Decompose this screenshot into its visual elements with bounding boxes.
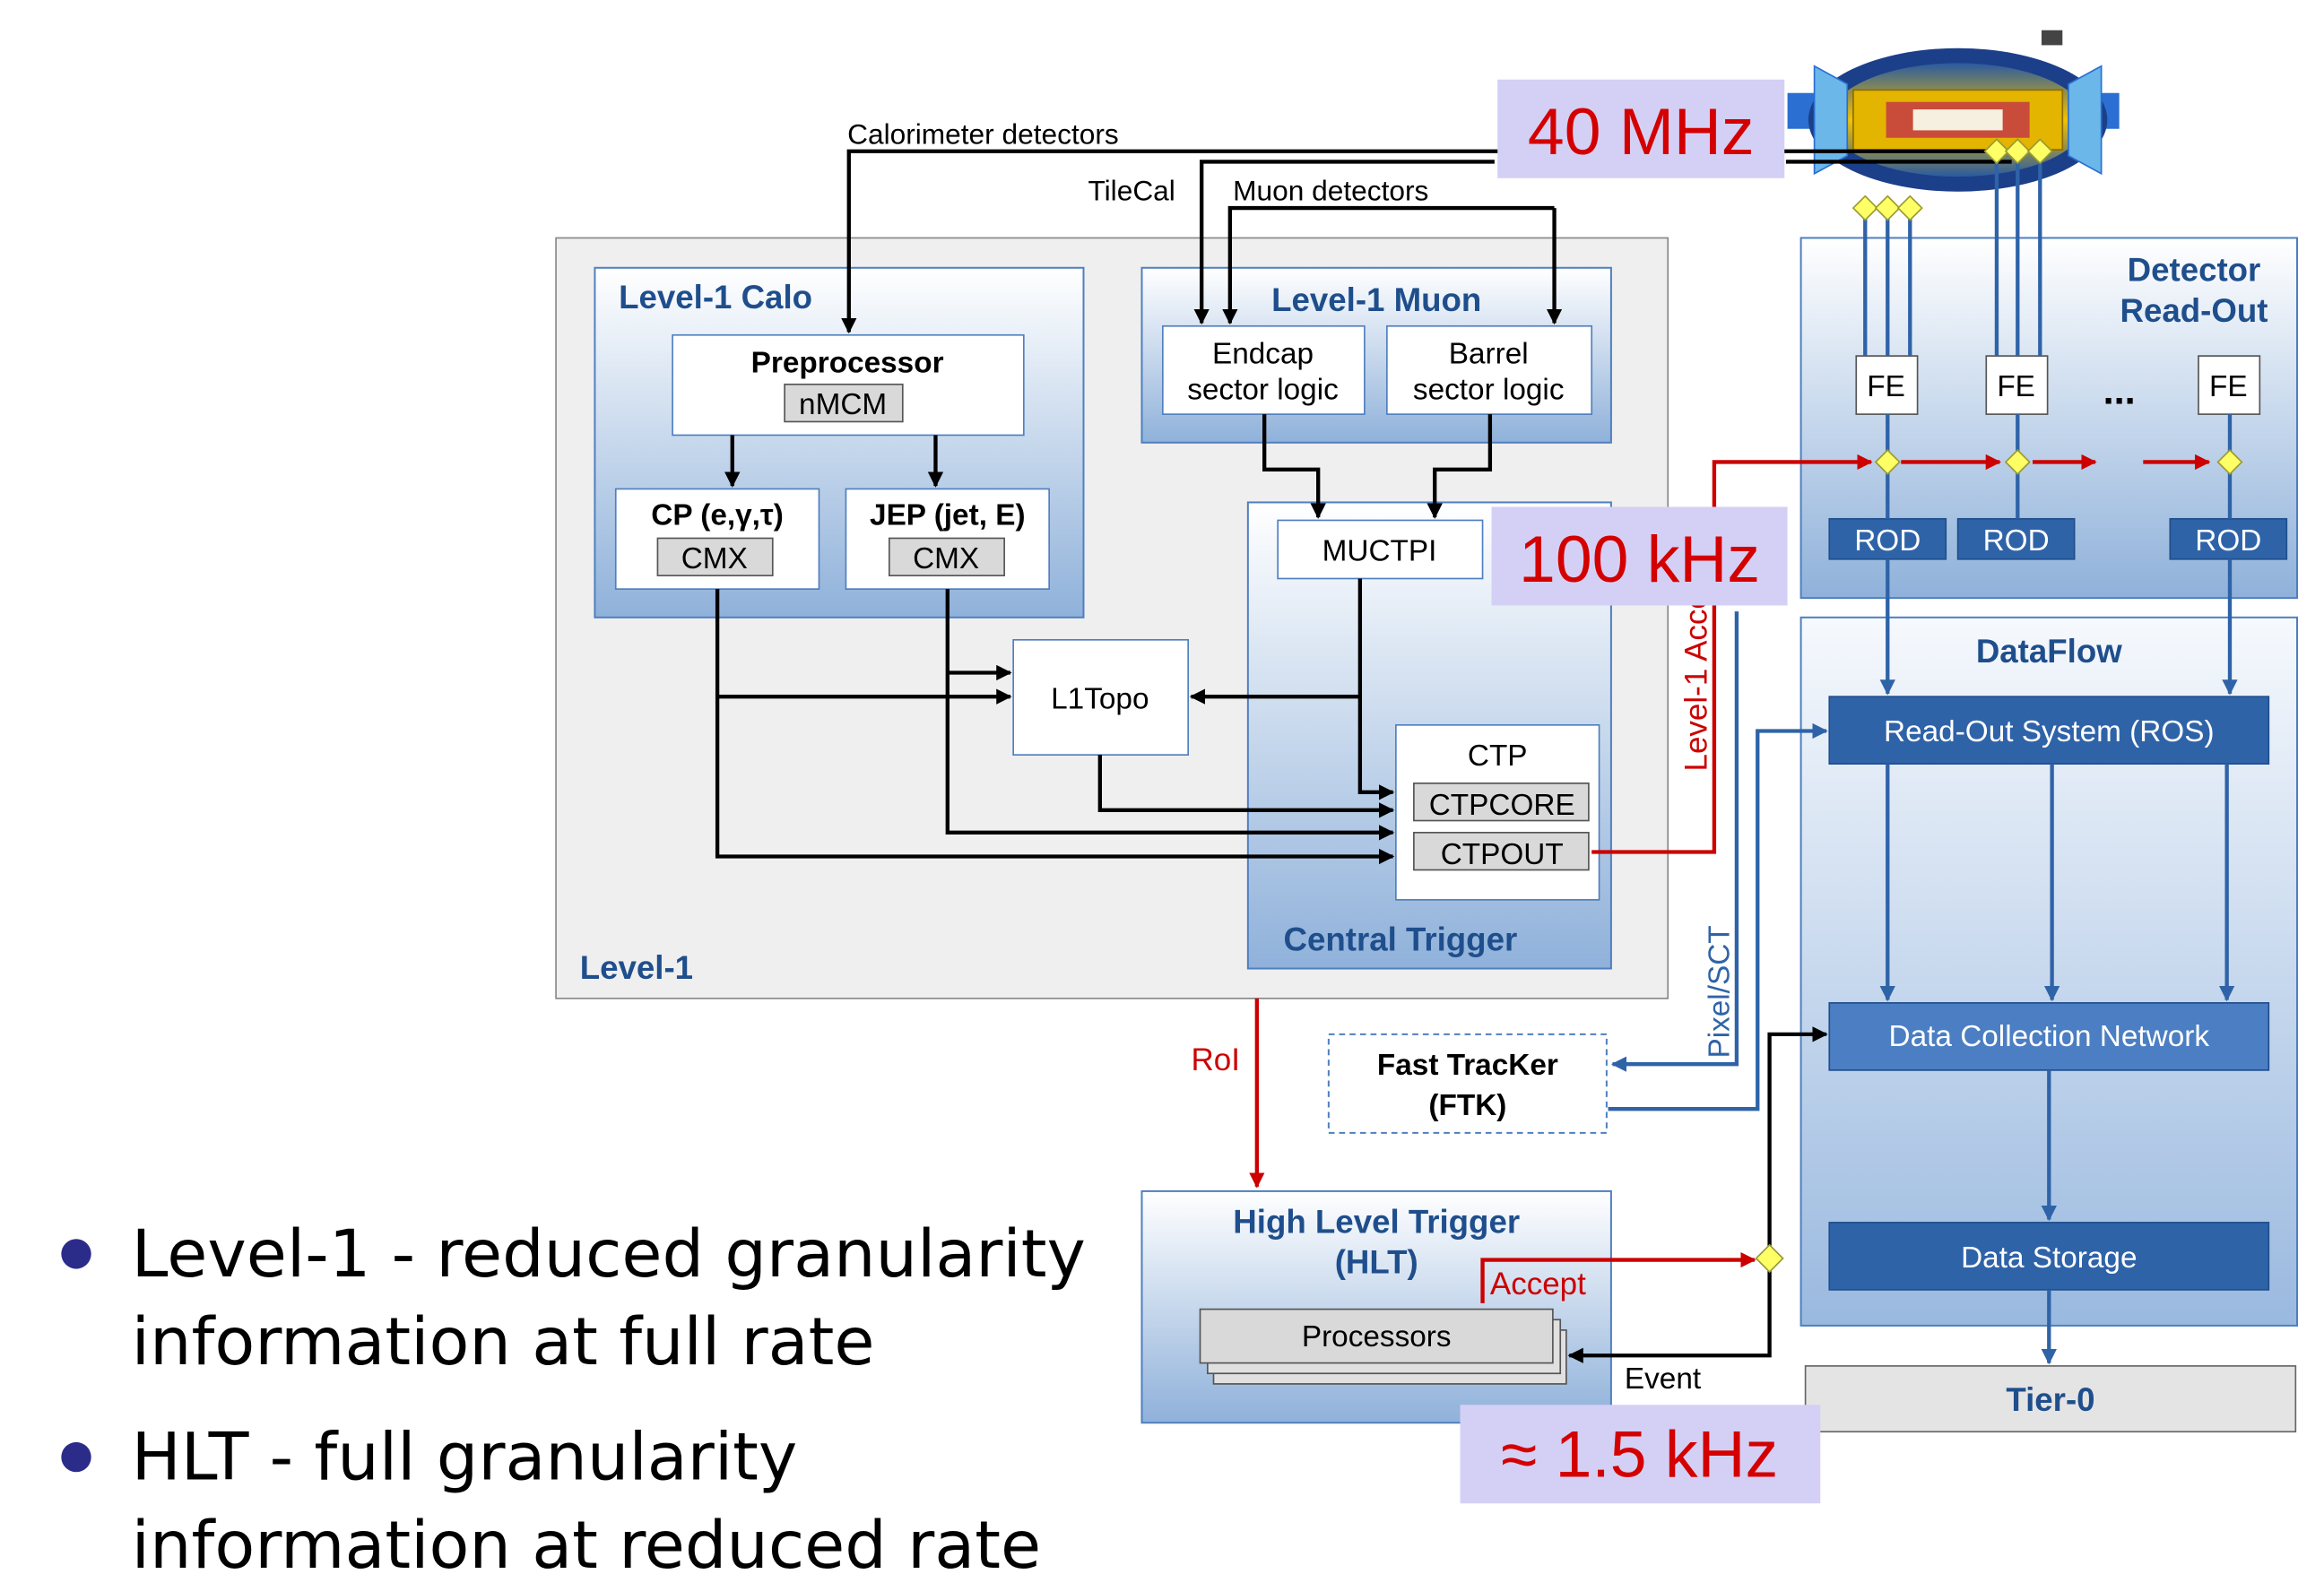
bullet-dot-2 bbox=[61, 1441, 91, 1473]
muctpi-box bbox=[1277, 519, 1484, 580]
preprocessor-label: Preprocessor bbox=[751, 346, 944, 379]
calorimeter-detectors-label: Calorimeter detectors bbox=[847, 117, 1119, 150]
tier0-box bbox=[1804, 1365, 2297, 1433]
dcn-box bbox=[1828, 1002, 2270, 1071]
blue-signal-lines bbox=[1608, 155, 2238, 1365]
dcn-label: Data Collection Network bbox=[1889, 1020, 2210, 1053]
fe-box-2 bbox=[1985, 355, 2049, 415]
rod-label-3: ROD bbox=[2195, 524, 2261, 558]
endcap-box bbox=[1162, 324, 1366, 415]
barrel-label-2: sector logic bbox=[1413, 373, 1565, 406]
event-label: Event bbox=[1625, 1362, 1702, 1396]
fe-box-1 bbox=[1855, 355, 1919, 415]
level1-calo-title: Level-1 Calo bbox=[619, 279, 812, 316]
ftk-box bbox=[1327, 1033, 1608, 1134]
roi-label: RoI bbox=[1192, 1042, 1240, 1077]
jep-cmx-label: CMX bbox=[913, 542, 979, 575]
dataflow-title: DataFlow bbox=[1976, 633, 2122, 670]
fe-label-3: FE bbox=[2209, 370, 2248, 403]
detector-readout-title-2: Read-Out bbox=[2120, 292, 2268, 329]
nmcm-box bbox=[784, 383, 904, 423]
ftk-label-1: Fast TracKer bbox=[1377, 1049, 1558, 1082]
fe-label-2: FE bbox=[1997, 370, 2035, 403]
bullet-1-line-2: information at full rate bbox=[132, 1304, 875, 1380]
black-signal-lines bbox=[715, 149, 2012, 1363]
junction-diamonds bbox=[1755, 138, 2243, 1274]
processors-box bbox=[1199, 1308, 1554, 1364]
l1topo-label: L1Topo bbox=[1051, 682, 1149, 715]
ctpout-label: CTPOUT bbox=[1441, 838, 1564, 871]
fe-ellipsis: ... bbox=[2103, 369, 2136, 412]
bullet-1-line-1: Level-1 - reduced granularity bbox=[132, 1216, 1086, 1293]
cp-label: CP (e,γ,τ) bbox=[651, 498, 784, 532]
jep-cmx-box bbox=[888, 537, 1005, 576]
rate-badge-15khz bbox=[1460, 1405, 1821, 1504]
ros-label: Read-Out System (ROS) bbox=[1884, 715, 2215, 748]
level1-accept-label: Level-1 Accept bbox=[1679, 566, 1714, 772]
muon-detectors-label: Muon detectors bbox=[1233, 175, 1428, 207]
bullet-list: Level-1 - reduced granularity informatio… bbox=[61, 1216, 1086, 1574]
detector-readout-title-1: Detector bbox=[2128, 252, 2261, 289]
rate-badge-100khz bbox=[1491, 506, 1788, 606]
ctpcore-box bbox=[1413, 782, 1590, 822]
rate-15khz: ≈ 1.5 kHz bbox=[1501, 1417, 1778, 1491]
storage-label: Data Storage bbox=[1961, 1241, 2137, 1275]
rate-40mhz: 40 MHz bbox=[1528, 95, 1755, 169]
rod-label-2: ROD bbox=[1983, 524, 2050, 558]
ctpcore-label: CTPCORE bbox=[1429, 789, 1575, 822]
l1topo-box bbox=[1012, 638, 1190, 756]
cp-cmx-box bbox=[656, 537, 774, 576]
rod-label-1: ROD bbox=[1854, 524, 1921, 558]
rod-box-2 bbox=[1956, 517, 2076, 560]
hlt-title-1: High Level Trigger bbox=[1233, 1204, 1520, 1241]
bullet-dot-1 bbox=[61, 1239, 91, 1269]
barrel-box bbox=[1386, 324, 1593, 415]
barrel-label-1: Barrel bbox=[1449, 337, 1529, 370]
processors-label: Processors bbox=[1302, 1320, 1452, 1353]
nmcm-label: nMCM bbox=[799, 388, 887, 421]
endcap-label-2: sector logic bbox=[1187, 373, 1339, 406]
rate-100khz: 100 kHz bbox=[1519, 523, 1760, 596]
cp-cmx-label: CMX bbox=[681, 542, 748, 575]
atlas-detector-illustration bbox=[1787, 30, 2120, 192]
ctpout-box bbox=[1413, 832, 1590, 871]
level1-muon-title: Level-1 Muon bbox=[1271, 281, 1481, 318]
muctpi-label: MUCTPI bbox=[1322, 534, 1437, 567]
red-signal-lines bbox=[1249, 454, 2211, 1303]
rod-box-1 bbox=[1828, 517, 1947, 560]
accept-label: Accept bbox=[1490, 1267, 1586, 1302]
pixel-sct-label: Pixel/SCT bbox=[1704, 925, 1737, 1058]
level1-title: Level-1 bbox=[580, 949, 693, 986]
ftk-label-2: (FTK) bbox=[1428, 1089, 1506, 1122]
central-trigger-title: Central Trigger bbox=[1284, 921, 1518, 958]
ctp-label: CTP bbox=[1468, 739, 1528, 773]
jep-label: JEP (jet, E) bbox=[870, 498, 1026, 532]
rate-badge-40mhz bbox=[1497, 79, 1785, 178]
endcap-label-1: Endcap bbox=[1212, 337, 1314, 370]
bullet-2-line-2: information at reduced rate bbox=[132, 1508, 1041, 1574]
bullet-2-line-1: HLT - full granularity bbox=[132, 1420, 798, 1496]
tilecal-label: TileCal bbox=[1088, 175, 1175, 207]
hlt-title-2: (HLT) bbox=[1335, 1244, 1418, 1281]
ros-box bbox=[1828, 696, 2270, 765]
tier0-label: Tier-0 bbox=[2006, 1381, 2094, 1418]
fe-box-3 bbox=[2198, 355, 2261, 415]
fe-label-1: FE bbox=[1867, 370, 1905, 403]
